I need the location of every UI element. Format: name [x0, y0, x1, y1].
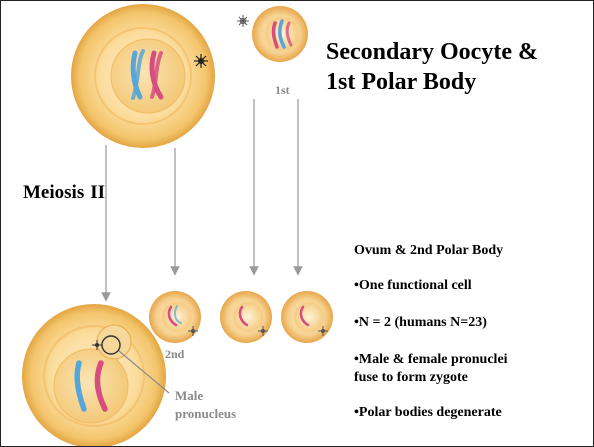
list-item: •N = 2 (humans N=23): [354, 314, 508, 332]
list-item-line: fuse to form zygote: [354, 369, 508, 387]
slide-title: Secondary Oocyte & 1st Polar Body: [326, 37, 538, 97]
polar-body-daughter-right: [281, 291, 333, 343]
list-item-line: •Male & female pronuclei: [354, 351, 508, 369]
polar-body-daughter-left: [220, 291, 272, 343]
first-polar-body-label: 1st: [275, 83, 290, 98]
meiosis-label: Meiosis II: [23, 182, 105, 204]
first-polar-body-cell: [237, 6, 308, 62]
male-pronucleus-label: Male pronucleus: [175, 387, 236, 423]
title-line-2: 1st Polar Body: [326, 67, 538, 97]
centrosome-icon: [237, 15, 249, 27]
notes-list: •One functional cell •N = 2 (humans N=23…: [354, 277, 508, 422]
second-polar-body-cell: [149, 291, 201, 343]
male-label-line-1: Male: [175, 387, 236, 405]
second-polar-body-label: 2nd: [165, 347, 184, 362]
male-label-line-2: pronucleus: [175, 405, 236, 423]
notes-heading: Ovum & 2nd Polar Body: [354, 243, 508, 259]
meiosis-numeral: II: [90, 182, 105, 203]
title-line-1: Secondary Oocyte &: [326, 37, 538, 67]
list-item: •One functional cell: [354, 277, 508, 295]
list-item: •Male & female pronuclei fuse to form zy…: [354, 351, 508, 387]
secondary-oocyte-cell: [71, 4, 215, 148]
centrosome-icon: [194, 54, 208, 68]
meiosis-word: Meiosis: [23, 182, 84, 203]
list-item: •Polar bodies degenerate: [354, 404, 508, 422]
ovum-cell: [22, 304, 169, 447]
notes-panel: Ovum & 2nd Polar Body •One functional ce…: [354, 243, 508, 441]
